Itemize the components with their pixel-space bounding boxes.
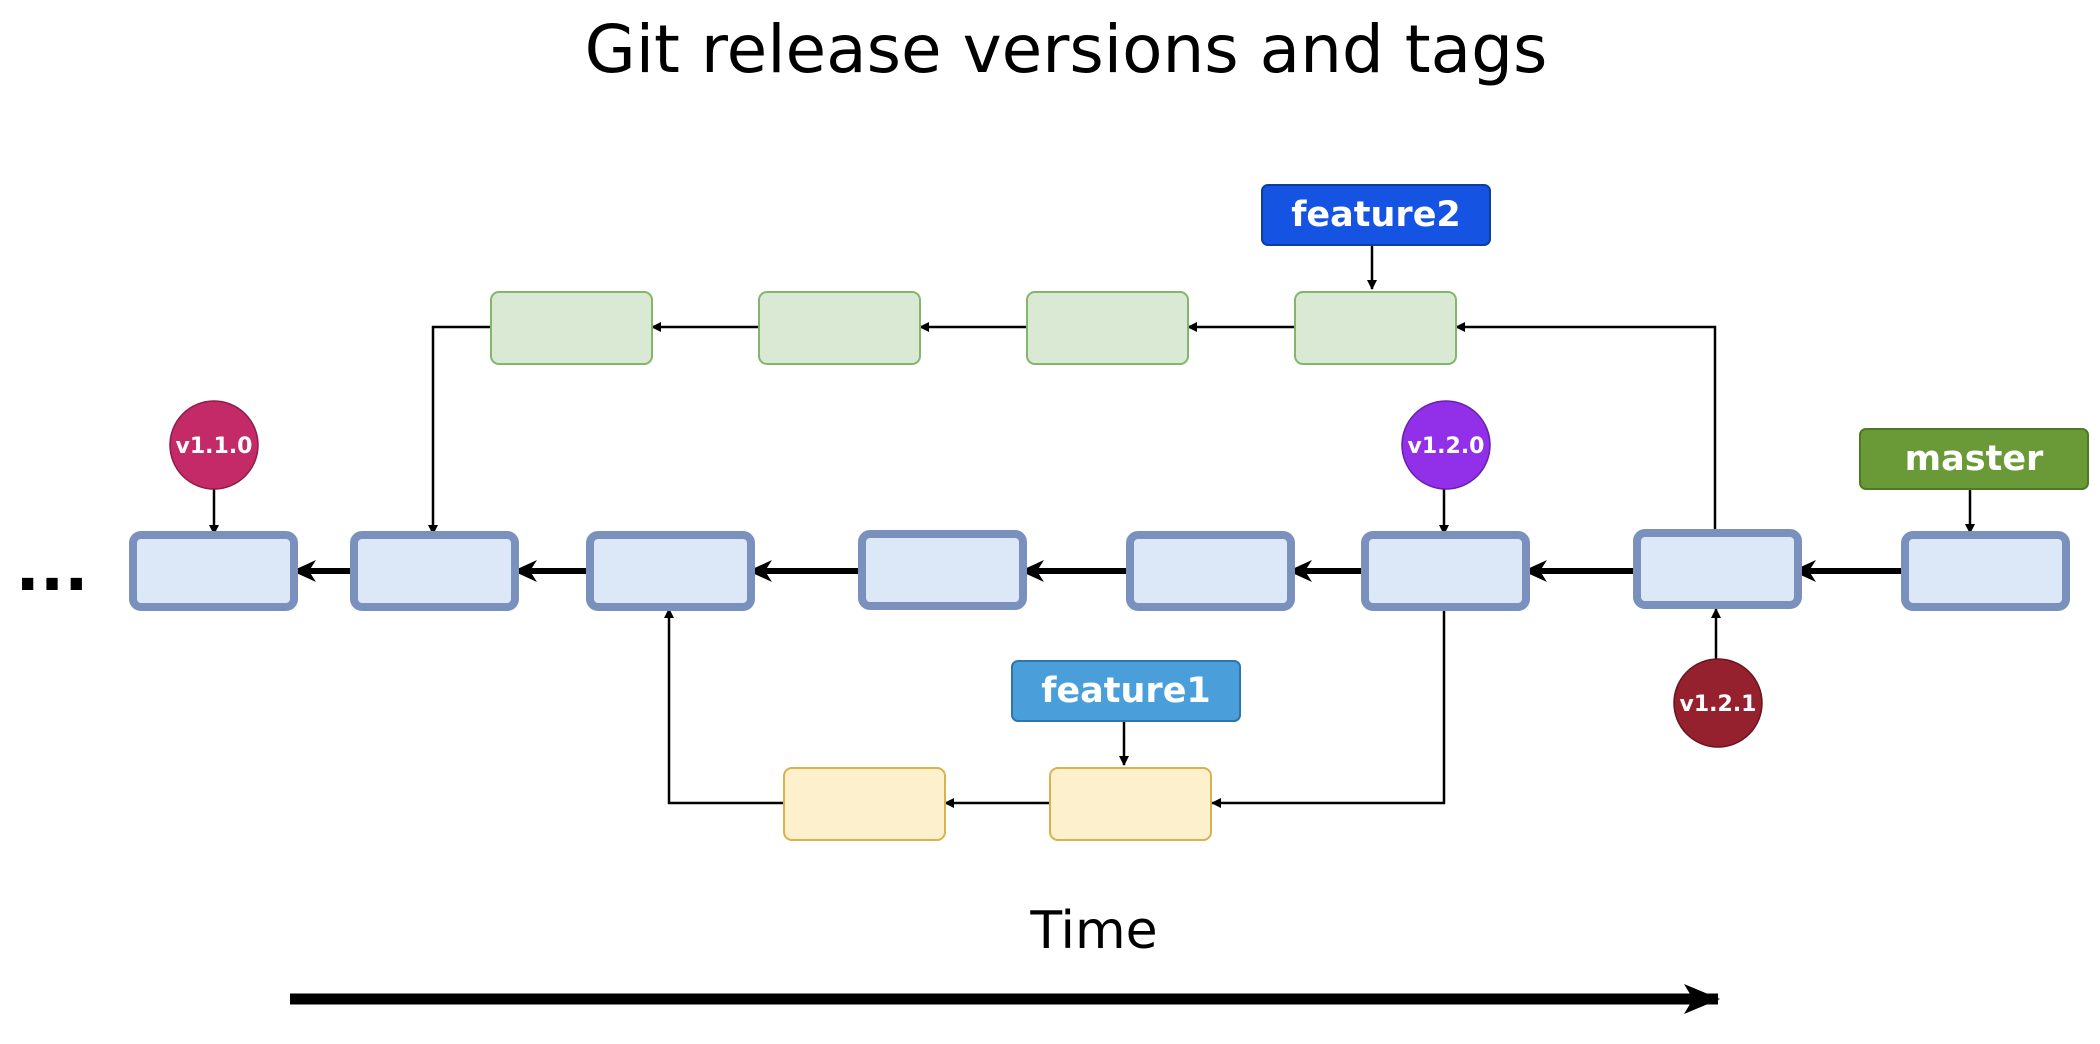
master-commit <box>129 531 298 611</box>
pointer-arrows <box>209 245 1975 766</box>
feature2-commit <box>1026 291 1189 365</box>
feature2-commit <box>490 291 653 365</box>
tag-v1-2-1: v1.2.1 <box>1673 658 1763 748</box>
master-commit <box>1361 531 1530 611</box>
branch-label-feature2-text: feature2 <box>1291 195 1461 235</box>
tag-v1-2-0-text: v1.2.0 <box>1408 434 1485 459</box>
feature1-links <box>664 608 1446 808</box>
master-commits <box>129 529 2070 611</box>
branch-label-master-text: master <box>1905 439 2044 479</box>
master-commit <box>1901 531 2070 611</box>
master-commit <box>1633 529 1802 609</box>
branch-label-feature1-box <box>1011 660 1241 722</box>
branch-label-feature1-text: feature1 <box>1041 671 1211 711</box>
time-axis-label: Time <box>1029 901 1157 961</box>
feature2-links <box>428 322 1717 535</box>
tag-v1-1-0-text: v1.1.0 <box>176 434 253 459</box>
tag-v1-2-0: v1.2.0 <box>1401 400 1491 490</box>
branch-label-feature2-box <box>1261 184 1491 246</box>
tag-v1-1-0-circle <box>169 400 259 490</box>
branch-label-master: master <box>1859 428 2089 490</box>
master-commit <box>1126 531 1295 611</box>
feature1-commit <box>1049 767 1212 841</box>
feature2-commits <box>490 291 1457 365</box>
tag-v1-2-1-circle <box>1673 658 1763 748</box>
tag-v1-2-1-text: v1.2.1 <box>1680 692 1757 717</box>
feature1-commit <box>783 767 946 841</box>
feature2-commit <box>1294 291 1457 365</box>
master-commit <box>350 531 519 611</box>
master-commit <box>586 531 755 611</box>
branch-label-feature2: feature2 <box>1261 184 1491 246</box>
branch-label-master-box <box>1859 428 2089 490</box>
tag-v1-1-0: v1.1.0 <box>169 400 259 490</box>
feature1-commits <box>783 767 1212 841</box>
history-ellipsis: ... <box>16 532 89 606</box>
tag-v1-2-0-circle <box>1401 400 1491 490</box>
diagram-title: Git release versions and tags <box>585 11 1548 88</box>
feature2-commit <box>758 291 921 365</box>
branch-label-feature1: feature1 <box>1011 660 1241 722</box>
master-commit <box>858 530 1027 610</box>
